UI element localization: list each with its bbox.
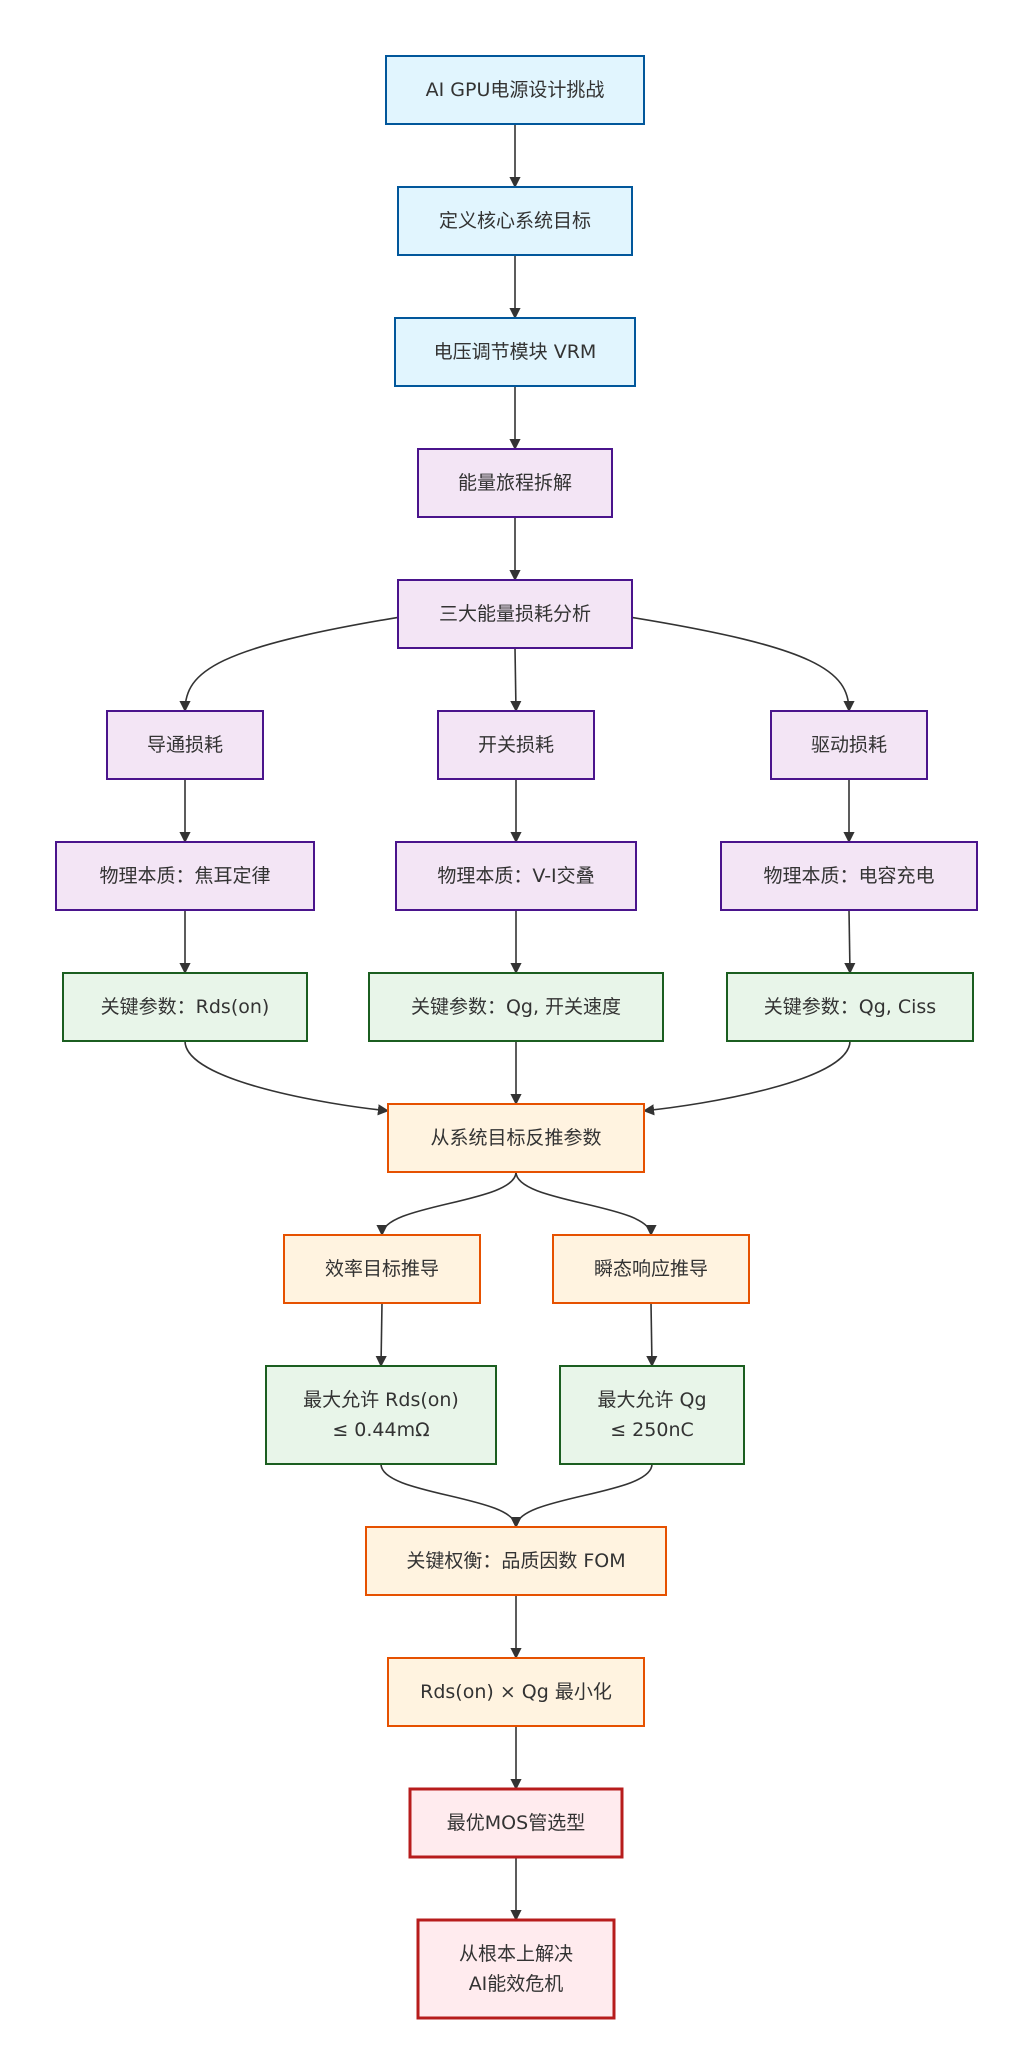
node-label: 从根本上解决 [459,1943,573,1965]
node-f2: 开关损耗 [437,710,595,780]
node-label: AI能效危机 [469,1973,564,1995]
node-label: 物理本质：V-I交叠 [437,865,594,887]
node-box [397,186,633,256]
edge-g3-h3 [844,909,856,975]
edge-i-j1 [376,1171,517,1237]
node-g3: 物理本质：电容充电 [720,841,978,911]
node-box [417,448,613,518]
node-e: 三大能量损耗分析 [397,579,633,649]
node-label: 最大允许 Qg [597,1389,706,1411]
node-label: 驱动损耗 [811,734,887,756]
edge-e-f1 [179,616,399,713]
node-d: 能量旅程拆解 [417,448,613,518]
node-k1: 最大允许 Rds(on) ≤ 0.44mΩ [265,1365,497,1465]
node-box [62,972,308,1042]
node-box [387,1657,645,1727]
edge-k1-l [380,1463,522,1529]
node-box [387,1103,645,1173]
node-label: 能量旅程拆解 [458,472,572,494]
node-b: 定义核心系统目标 [397,186,633,256]
node-box [385,55,645,125]
node-box [559,1365,745,1465]
edge-i-j2 [515,1171,657,1237]
node-box [416,1918,616,2020]
node-g1: 物理本质：焦耳定律 [55,841,315,911]
node-box [720,841,978,911]
node-j2: 瞬态响应推导 [552,1234,750,1304]
node-j1: 效率目标推导 [283,1234,481,1304]
node-l: 关键权衡：品质因数 FOM [365,1526,667,1596]
node-label: 三大能量损耗分析 [439,603,591,625]
node-label: AI GPU电源设计挑战 [426,79,605,101]
node-n: 最优MOS管选型 [408,1787,624,1859]
node-label: 关键权衡：品质因数 FOM [406,1550,625,1572]
node-label: Rds(on) × Qg 最小化 [420,1681,612,1703]
node-label: 定义核心系统目标 [439,210,591,232]
edge-e-f3 [631,616,855,713]
node-label: 物理本质：焦耳定律 [99,865,270,887]
node-g2: 物理本质：V-I交叠 [395,841,637,911]
node-box [408,1787,624,1859]
edge-j1-k1 [375,1302,387,1368]
edge-k2-l [510,1463,653,1529]
node-box [106,710,264,780]
node-label: 瞬态响应推导 [594,1258,708,1280]
node-box [397,579,633,649]
node-f3: 驱动损耗 [770,710,928,780]
node-box [368,972,664,1042]
node-label: 导通损耗 [147,734,223,756]
edge-h3-i [642,1040,851,1116]
node-o: 从根本上解决 AI能效危机 [416,1918,616,2020]
edges-layer [179,124,856,1922]
node-c: 电压调节模块 VRM [394,317,636,387]
node-label: 从系统目标反推参数 [430,1127,601,1149]
node-label: 关键参数：Rds(on) [101,996,270,1018]
node-i: 从系统目标反推参数 [387,1103,645,1173]
node-box [55,841,315,911]
node-box [283,1234,481,1304]
node-box [365,1526,667,1596]
node-label: 电压调节模块 VRM [434,341,597,363]
node-h2: 关键参数：Qg, 开关速度 [368,972,664,1042]
node-k2: 最大允许 Qg ≤ 250nC [559,1365,745,1465]
node-label: ≤ 0.44mΩ [332,1419,429,1441]
node-label: 物理本质：电容充电 [763,865,934,887]
node-label: 关键参数：Qg, 开关速度 [411,996,621,1018]
node-box [770,710,928,780]
edge-e-f2 [510,647,522,713]
node-label: 最优MOS管选型 [447,1812,585,1834]
node-box [552,1234,750,1304]
node-box [394,317,636,387]
node-m: Rds(on) × Qg 最小化 [387,1657,645,1727]
node-box [395,841,637,911]
edge-h1-i [184,1040,390,1116]
edge-j2-k2 [646,1302,658,1368]
node-a: AI GPU电源设计挑战 [385,55,645,125]
node-label: 效率目标推导 [325,1258,439,1280]
node-h1: 关键参数：Rds(on) [62,972,308,1042]
node-label: 关键参数：Qg, Ciss [764,996,936,1018]
node-h3: 关键参数：Qg, Ciss [726,972,974,1042]
node-label: 开关损耗 [478,734,554,756]
node-box [265,1365,497,1465]
node-label: ≤ 250nC [610,1419,694,1441]
node-label: 最大允许 Rds(on) [303,1389,459,1411]
node-box [726,972,974,1042]
node-box [437,710,595,780]
node-f1: 导通损耗 [106,710,264,780]
